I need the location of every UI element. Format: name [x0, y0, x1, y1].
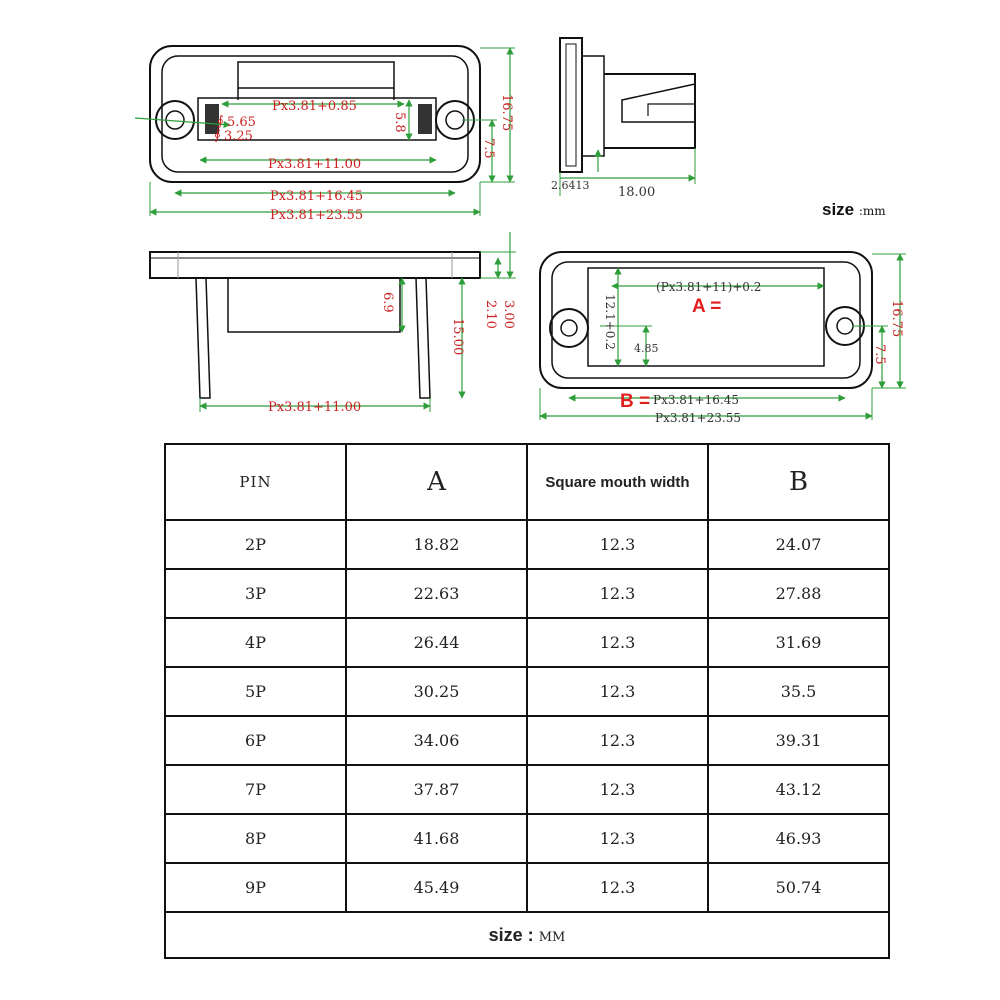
dim-hole-outer: 5.65 [227, 115, 256, 130]
dim-flange: 2.10 [483, 300, 498, 329]
table-footer-row: size : MM [164, 911, 890, 959]
cell-b: 46.93 [707, 813, 890, 864]
table-footer: size : MM [164, 911, 890, 959]
front-view: 6.9 2.10 3.00 15.00 Px3.81+11.00 [149, 232, 516, 415]
dim-inner-span: Px3.81+11.00 [268, 157, 361, 172]
drawing-unit-note: size :mm [822, 200, 886, 220]
cell-square-mouth-width: 12.3 [526, 862, 709, 913]
unit-note-label: size [822, 200, 855, 219]
dim-cut-overall: Px3.81+23.55 [655, 411, 741, 425]
dim-hole-span: Px3.81+16.45 [270, 189, 363, 204]
dim-overall: Px3.81+23.55 [270, 208, 363, 223]
dim-top-span: Px3.81+0.85 [272, 99, 357, 114]
cell-pin: 5P [164, 666, 347, 717]
marker-a: A = [692, 296, 721, 317]
technical-drawing: Px3.81+0.85 ∮ 5.65 ∮ 3.25 5.8 Px3.81+11.… [134, 37, 906, 425]
cell-b: 39.31 [707, 715, 890, 766]
cell-pin: 2P [164, 519, 347, 570]
cell-pin: 9P [164, 862, 347, 913]
cell-b: 24.07 [707, 519, 890, 570]
cell-a: 34.06 [345, 715, 528, 766]
dim-cut-hole-span: Px3.81+16.45 [653, 393, 739, 407]
cell-pin: 3P [164, 568, 347, 619]
cell-a: 26.44 [345, 617, 528, 668]
cell-square-mouth-width: 12.3 [526, 617, 709, 668]
marker-b: B = [620, 391, 650, 412]
dim-hole-inner: 3.25 [224, 129, 253, 144]
cell-pin: 6P [164, 715, 347, 766]
cutout-view: (Px3.81+11)+0.2 12.1+0.2 4.85 A = B = Px… [539, 251, 906, 425]
dim-leg-height: 15.00 [450, 318, 465, 355]
dim-leg-span: Px3.81+11.00 [268, 400, 361, 415]
header-pin: PIN [164, 443, 347, 521]
cell-b: 27.88 [707, 568, 890, 619]
footer-unit: MM [538, 929, 566, 945]
svg-text:∮: ∮ [214, 128, 221, 143]
cell-b: 35.5 [707, 666, 890, 717]
cell-square-mouth-width: 12.3 [526, 519, 709, 570]
footer-size-label: size : [488, 924, 534, 945]
cell-square-mouth-width: 12.3 [526, 764, 709, 815]
dim-cut-height-total: 16.75 [889, 300, 904, 337]
header-square-mouth-width: Square mouth width [526, 443, 709, 521]
cell-b: 43.12 [707, 764, 890, 815]
cell-a: 30.25 [345, 666, 528, 717]
svg-text:∮: ∮ [217, 114, 224, 129]
cell-square-mouth-width: 12.3 [526, 813, 709, 864]
dim-half-height: 4.85 [634, 342, 659, 355]
cell-b: 31.69 [707, 617, 890, 668]
table-header-row: PIN A Square mouth width B [164, 443, 890, 521]
cell-a: 18.82 [345, 519, 528, 570]
cell-square-mouth-width: 12.3 [526, 715, 709, 766]
cell-a: 41.68 [345, 813, 528, 864]
cutout-hole-left [549, 308, 589, 348]
dim-cut-width: (Px3.81+11)+0.2 [656, 280, 761, 294]
dim-height-total: 16.75 [499, 94, 514, 131]
cell-square-mouth-width: 12.3 [526, 568, 709, 619]
dim-cut-hole-half: 7.5 [872, 344, 887, 365]
header-a: A [345, 443, 528, 521]
dim-hole-half: 7.5 [481, 138, 496, 159]
dim-side-depth: 18.00 [618, 185, 655, 200]
side-view: 2.6413 18.00 [551, 37, 696, 200]
top-view: Px3.81+0.85 ∮ 5.65 ∮ 3.25 5.8 Px3.81+11.… [134, 45, 515, 223]
dim-slot-height: 5.8 [392, 112, 407, 133]
dim-cut-height: 12.1+0.2 [603, 294, 617, 350]
cell-a: 22.63 [345, 568, 528, 619]
cell-a: 37.87 [345, 764, 528, 815]
cell-pin: 8P [164, 813, 347, 864]
cell-a: 45.49 [345, 862, 528, 913]
cell-b: 50.74 [707, 862, 890, 913]
cell-pin: 4P [164, 617, 347, 668]
cell-square-mouth-width: 12.3 [526, 666, 709, 717]
cell-pin: 7P [164, 764, 347, 815]
dim-body-height: 6.9 [380, 292, 395, 313]
unit-note-unit: :mm [858, 204, 886, 218]
dim-side-offset: 2.6413 [551, 179, 590, 192]
header-b: B [707, 443, 890, 521]
dim-flange-total: 3.00 [501, 300, 516, 329]
